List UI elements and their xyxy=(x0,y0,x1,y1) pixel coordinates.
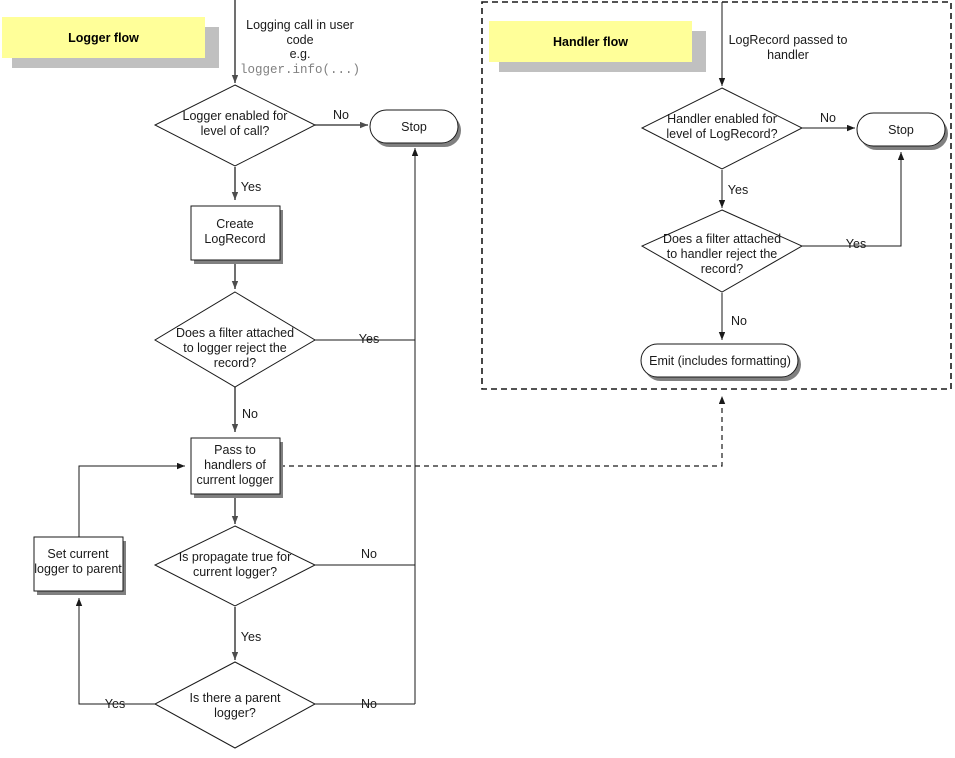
node-pass-to-handlers[interactable] xyxy=(190,437,281,495)
create-logrecord-line2: LogRecord xyxy=(204,232,265,246)
handler-flow-title: Handler flow xyxy=(489,21,692,62)
is-propagate-line2: current logger? xyxy=(193,565,277,579)
label-logger-filter-yes: Yes xyxy=(359,332,379,346)
set-current-parent-line2: logger to parent xyxy=(34,562,122,576)
node-handler-filter[interactable] xyxy=(640,209,804,293)
node-handler-enabled[interactable] xyxy=(640,87,804,170)
node-logger-filter[interactable] xyxy=(154,291,316,388)
stop-handler-label: Stop xyxy=(888,123,914,137)
logger-enabled-line2: level of call? xyxy=(201,124,270,138)
node-stop-logger[interactable] xyxy=(369,109,459,144)
handler-filter-line3: record? xyxy=(701,262,743,276)
logger-filter-line2: to logger reject the xyxy=(183,341,287,355)
handler-enabled-line1: Handler enabled for xyxy=(667,112,777,126)
logger-flow-title: Logger flow xyxy=(2,17,205,58)
label-handler-filter-yes: Yes xyxy=(846,237,866,251)
entry-note-line2: code xyxy=(286,33,313,47)
edge-has-parent-yes xyxy=(75,598,158,705)
pass-to-handlers-line1: Pass to xyxy=(214,443,256,457)
label-has-parent-no: No xyxy=(361,697,377,711)
edge-pass-to-handler-flow xyxy=(280,396,726,467)
node-has-parent[interactable] xyxy=(153,661,317,749)
node-stop-handler[interactable] xyxy=(856,112,946,147)
handler-filter-line1: Does a filter attached xyxy=(663,232,781,246)
handler-flow-group-box xyxy=(481,1,952,390)
has-parent-line1: Is there a parent xyxy=(189,691,281,705)
node-create-logrecord[interactable] xyxy=(190,205,281,261)
label-propagate-yes: Yes xyxy=(241,630,261,644)
pass-to-handlers-line2: handlers of xyxy=(204,458,266,472)
edge-set-parent-to-pass xyxy=(78,462,185,537)
node-set-current-parent[interactable] xyxy=(33,536,124,592)
label-logger-filter-no: No xyxy=(242,407,258,421)
logger-filter-line3: record? xyxy=(214,356,256,370)
label-has-parent-yes: Yes xyxy=(105,697,125,711)
handler-filter-line2: to handler reject the xyxy=(667,247,778,261)
node-emit[interactable] xyxy=(640,343,799,378)
logger-enabled-line1: Logger enabled for xyxy=(183,109,288,123)
entry-note-line1: Logging call in user xyxy=(246,18,354,32)
is-propagate-line1: Is propagate true for xyxy=(179,550,292,564)
label-logger-enabled-no: No xyxy=(333,108,349,122)
handler-entry-note-line1: LogRecord passed to xyxy=(729,33,848,47)
handler-entry-note-line2: handler xyxy=(767,48,809,62)
handler-enabled-line2: level of LogRecord? xyxy=(666,127,777,141)
entry-note-code: logger.info(...) xyxy=(240,63,360,77)
node-logger-enabled[interactable] xyxy=(153,84,317,167)
label-handler-enabled-yes: Yes xyxy=(728,183,748,197)
stop-logger-label: Stop xyxy=(401,120,427,134)
label-handler-filter-no: No xyxy=(731,314,747,328)
label-handler-enabled-no: No xyxy=(820,111,836,125)
emit-label: Emit (includes formatting) xyxy=(649,354,791,368)
edge-handler-filter-yes xyxy=(802,152,905,247)
logger-filter-line1: Does a filter attached xyxy=(176,326,294,340)
create-logrecord-line1: Create xyxy=(216,217,254,231)
entry-note-line3: e.g. xyxy=(290,47,311,61)
pass-to-handlers-line3: current logger xyxy=(196,473,273,487)
set-current-parent-line1: Set current xyxy=(47,547,109,561)
node-is-propagate[interactable] xyxy=(153,525,317,607)
label-propagate-no: No xyxy=(361,547,377,561)
has-parent-line2: logger? xyxy=(214,706,256,720)
label-logger-enabled-yes: Yes xyxy=(241,180,261,194)
